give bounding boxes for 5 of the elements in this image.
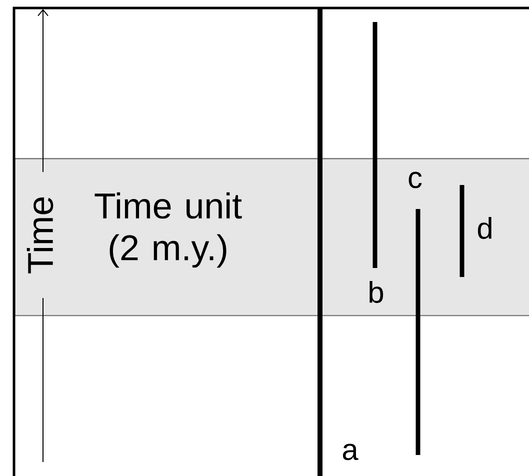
axis-label: Time [26,197,54,274]
range-label: c [408,172,422,188]
range-label: a [342,444,358,460]
range-label: b [370,281,384,303]
range-label: d [478,217,492,239]
